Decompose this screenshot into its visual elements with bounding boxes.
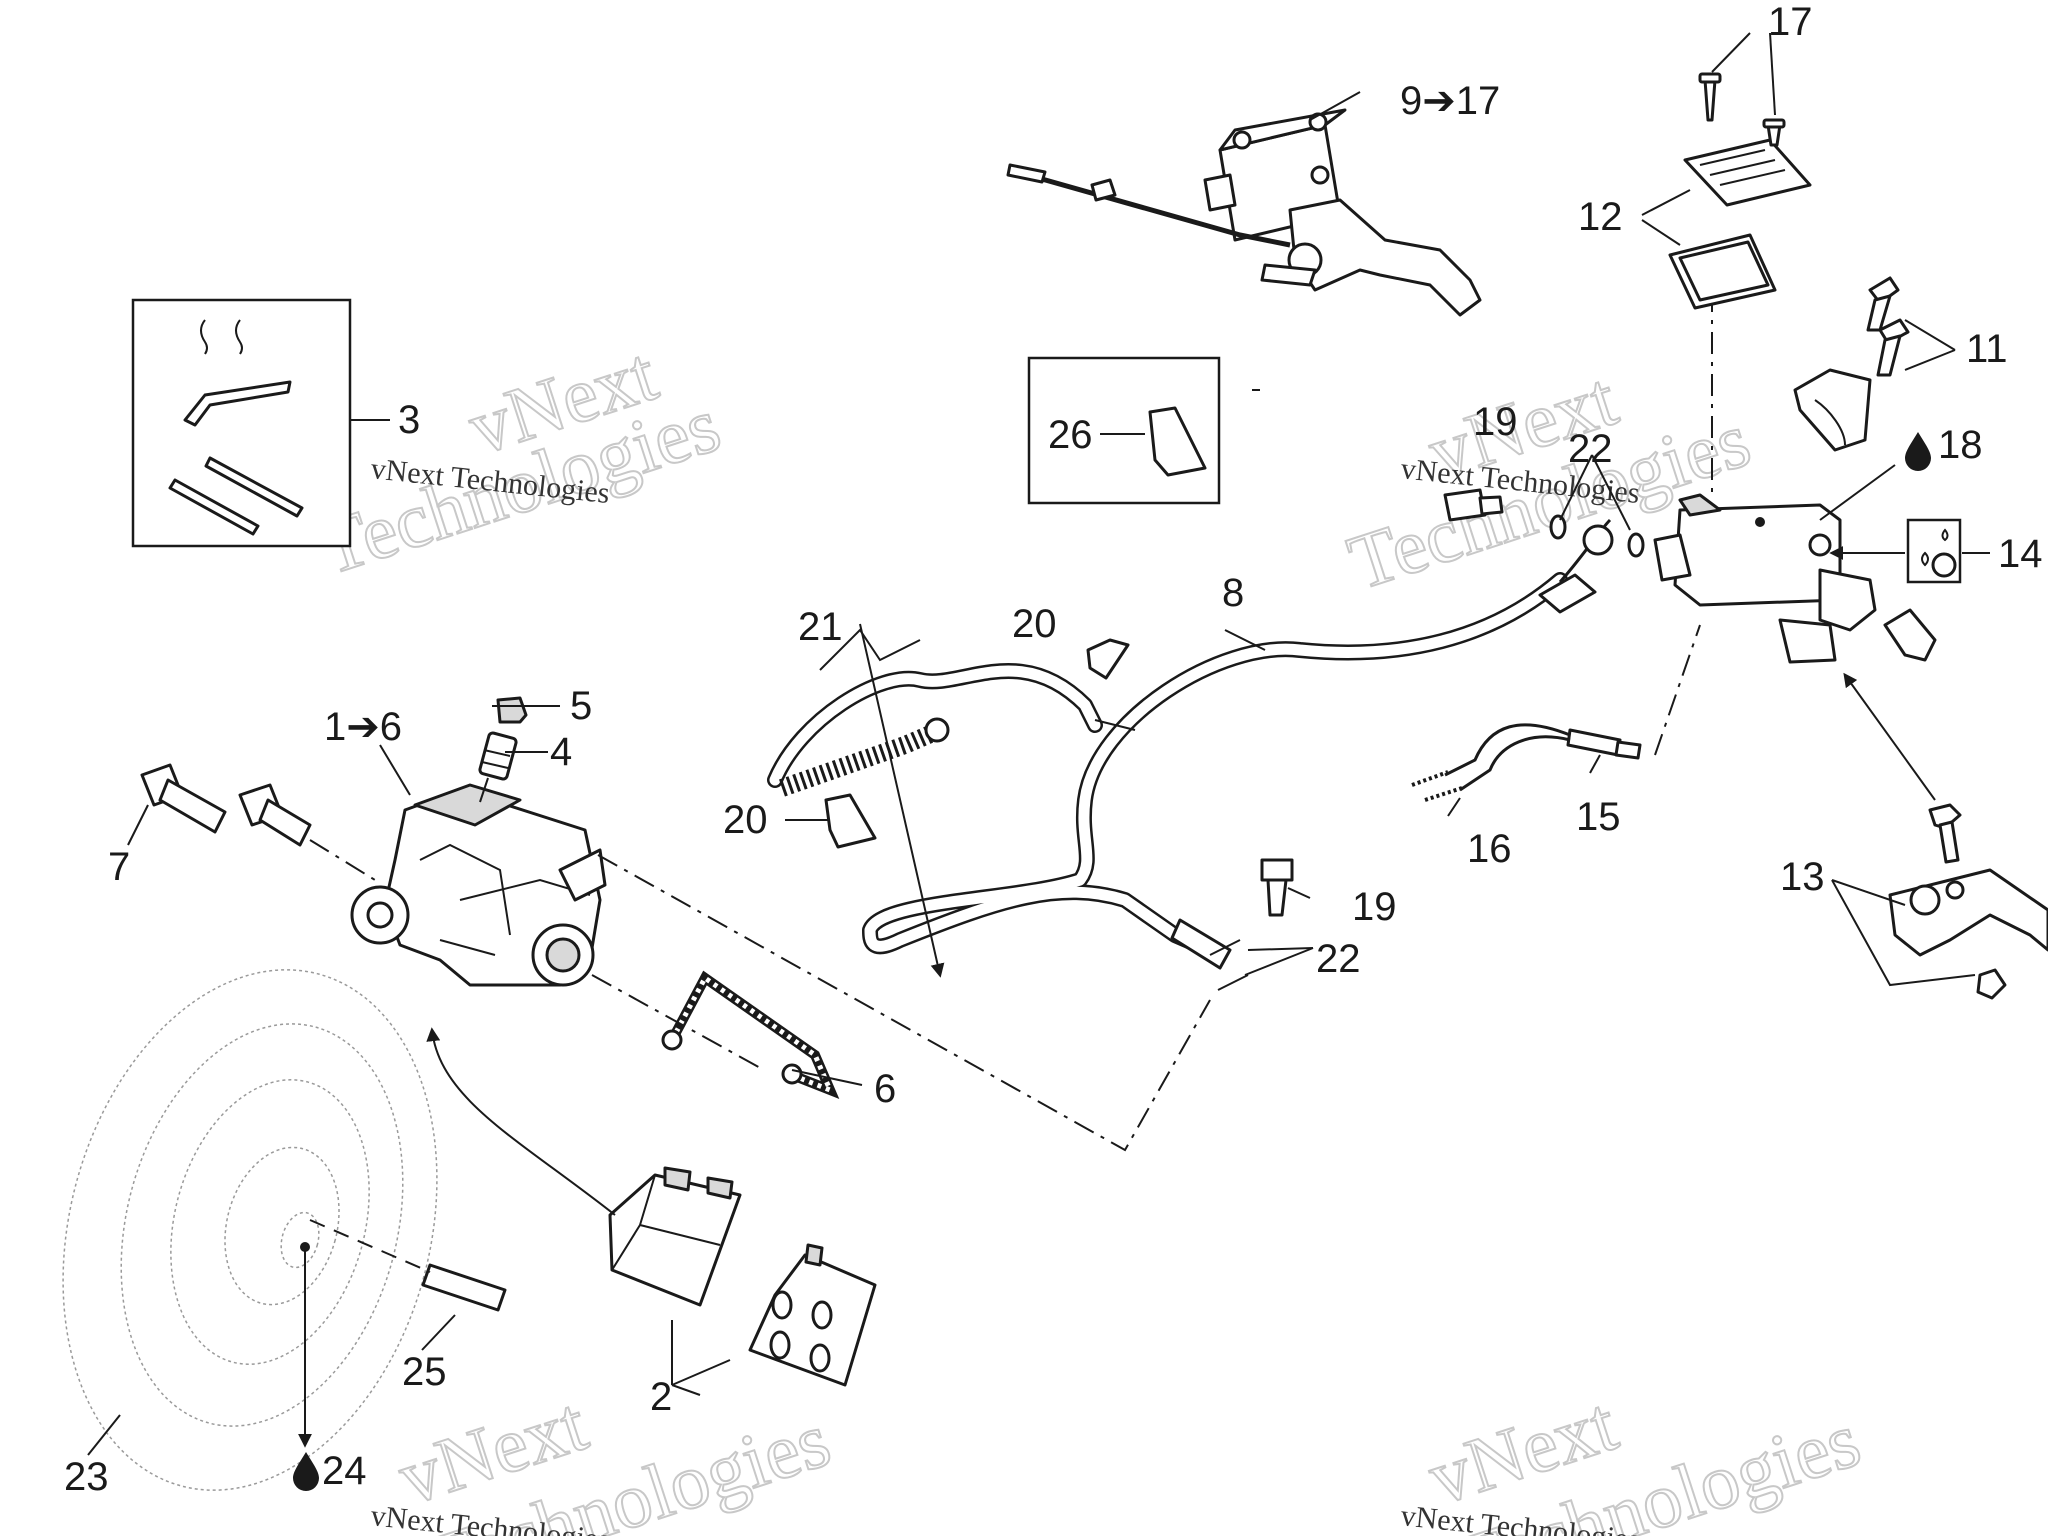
callout-4: 4 — [550, 730, 572, 774]
bleeder-valve — [478, 731, 518, 803]
callout-7: 7 — [108, 845, 130, 889]
callout-labels: 1➔6 2 3 4 5 6 7 8 9➔17 11 12 13 14 15 16… — [64, 0, 2043, 1499]
callout-19-lower: 19 — [1352, 885, 1397, 929]
protective-hose — [767, 663, 1103, 797]
callout-14: 14 — [1998, 532, 2043, 576]
callout-6: 6 — [874, 1067, 896, 1111]
brake-lever — [1888, 868, 2048, 957]
cover-screw-short — [1762, 118, 1786, 147]
hose-clamp-upper — [1086, 638, 1130, 680]
sealing-washer-upper — [1549, 514, 1645, 558]
watermark-top-left: vNext Technologies vNext Technologies — [307, 328, 730, 592]
assembly-line-pipe — [591, 974, 765, 1071]
brake-pad-front — [608, 1166, 742, 1307]
callout-22-lower: 22 — [1316, 937, 1361, 981]
callout-21: 21 — [798, 605, 843, 649]
callout-23: 23 — [64, 1455, 109, 1499]
rear-master-cylinder — [1653, 493, 1877, 664]
oil-drop-icon — [1905, 432, 1931, 471]
lever-pivot-bolt — [1928, 803, 1962, 864]
callout-9-17: 9➔17 — [1400, 79, 1500, 123]
caliper-bridge-pipe — [661, 970, 840, 1100]
leader-lines — [87, 32, 1990, 1456]
assembly-arrow-pads — [426, 1027, 616, 1216]
caliper-kit-box — [131, 298, 352, 548]
banjo-bolt-upper — [1443, 488, 1504, 522]
hose-clamp-lower — [824, 793, 877, 849]
dust-boot — [1883, 608, 1937, 662]
callout-26: 26 — [1048, 413, 1093, 457]
callout-25: 25 — [402, 1350, 447, 1394]
banjo-bolt-lower — [1260, 858, 1294, 917]
watermark-bottom-right: vNext Technologies vNext Technologies — [1399, 1378, 1870, 1536]
callout-1-6: 1➔6 — [324, 705, 402, 749]
pin-part-25 — [309, 1219, 507, 1312]
callout-3: 3 — [398, 398, 420, 442]
oil-drop-icon — [293, 1452, 319, 1491]
assembly-line-switch — [1654, 624, 1701, 756]
brake-disc — [62, 969, 438, 1491]
callout-22-upper: 22 — [1568, 427, 1613, 471]
callout-19-upper: 19 — [1473, 400, 1518, 444]
callout-15: 15 — [1576, 795, 1621, 839]
bleeder-cap — [496, 696, 528, 724]
fitting-kit-box — [1906, 518, 1962, 584]
brake-caliper — [350, 783, 607, 987]
callout-12: 12 — [1578, 195, 1623, 239]
callout-24: 24 — [322, 1449, 367, 1493]
reservoir-cover — [1668, 138, 1812, 310]
callout-17: 17 — [1768, 0, 1813, 44]
handlebar-clamp — [1793, 368, 1872, 452]
caliper-bolt-inner — [238, 783, 376, 881]
brake-line-hose — [862, 518, 1612, 970]
callout-16: 16 — [1467, 827, 1512, 871]
caliper-bolt-outer — [140, 763, 227, 834]
switch-wire-harness — [1411, 723, 1571, 802]
callout-20-lower: 20 — [723, 798, 768, 842]
watermark-bottom-left: vNext Technologies vNext Technologies — [369, 1378, 840, 1536]
callout-5: 5 — [570, 684, 592, 728]
brake-pad-rear — [748, 1243, 877, 1387]
cover-screw-long — [1698, 72, 1722, 122]
clip-kit-box — [1027, 356, 1221, 505]
callout-11: 11 — [1966, 327, 2008, 371]
callout-20-upper: 20 — [1012, 602, 1057, 646]
assembly-line-caliper — [597, 854, 1211, 1152]
master-cylinder-assembly — [1006, 108, 1482, 317]
callout-2: 2 — [650, 1375, 672, 1419]
lever-nut — [1976, 968, 2007, 1000]
clamp-bolt-lower — [1876, 318, 1910, 377]
sealing-washer-lower — [1209, 939, 1249, 991]
brake-light-switch — [1566, 728, 1642, 760]
callout-8: 8 — [1222, 571, 1244, 615]
callout-13: 13 — [1780, 855, 1825, 899]
callout-18: 18 — [1938, 423, 1983, 467]
